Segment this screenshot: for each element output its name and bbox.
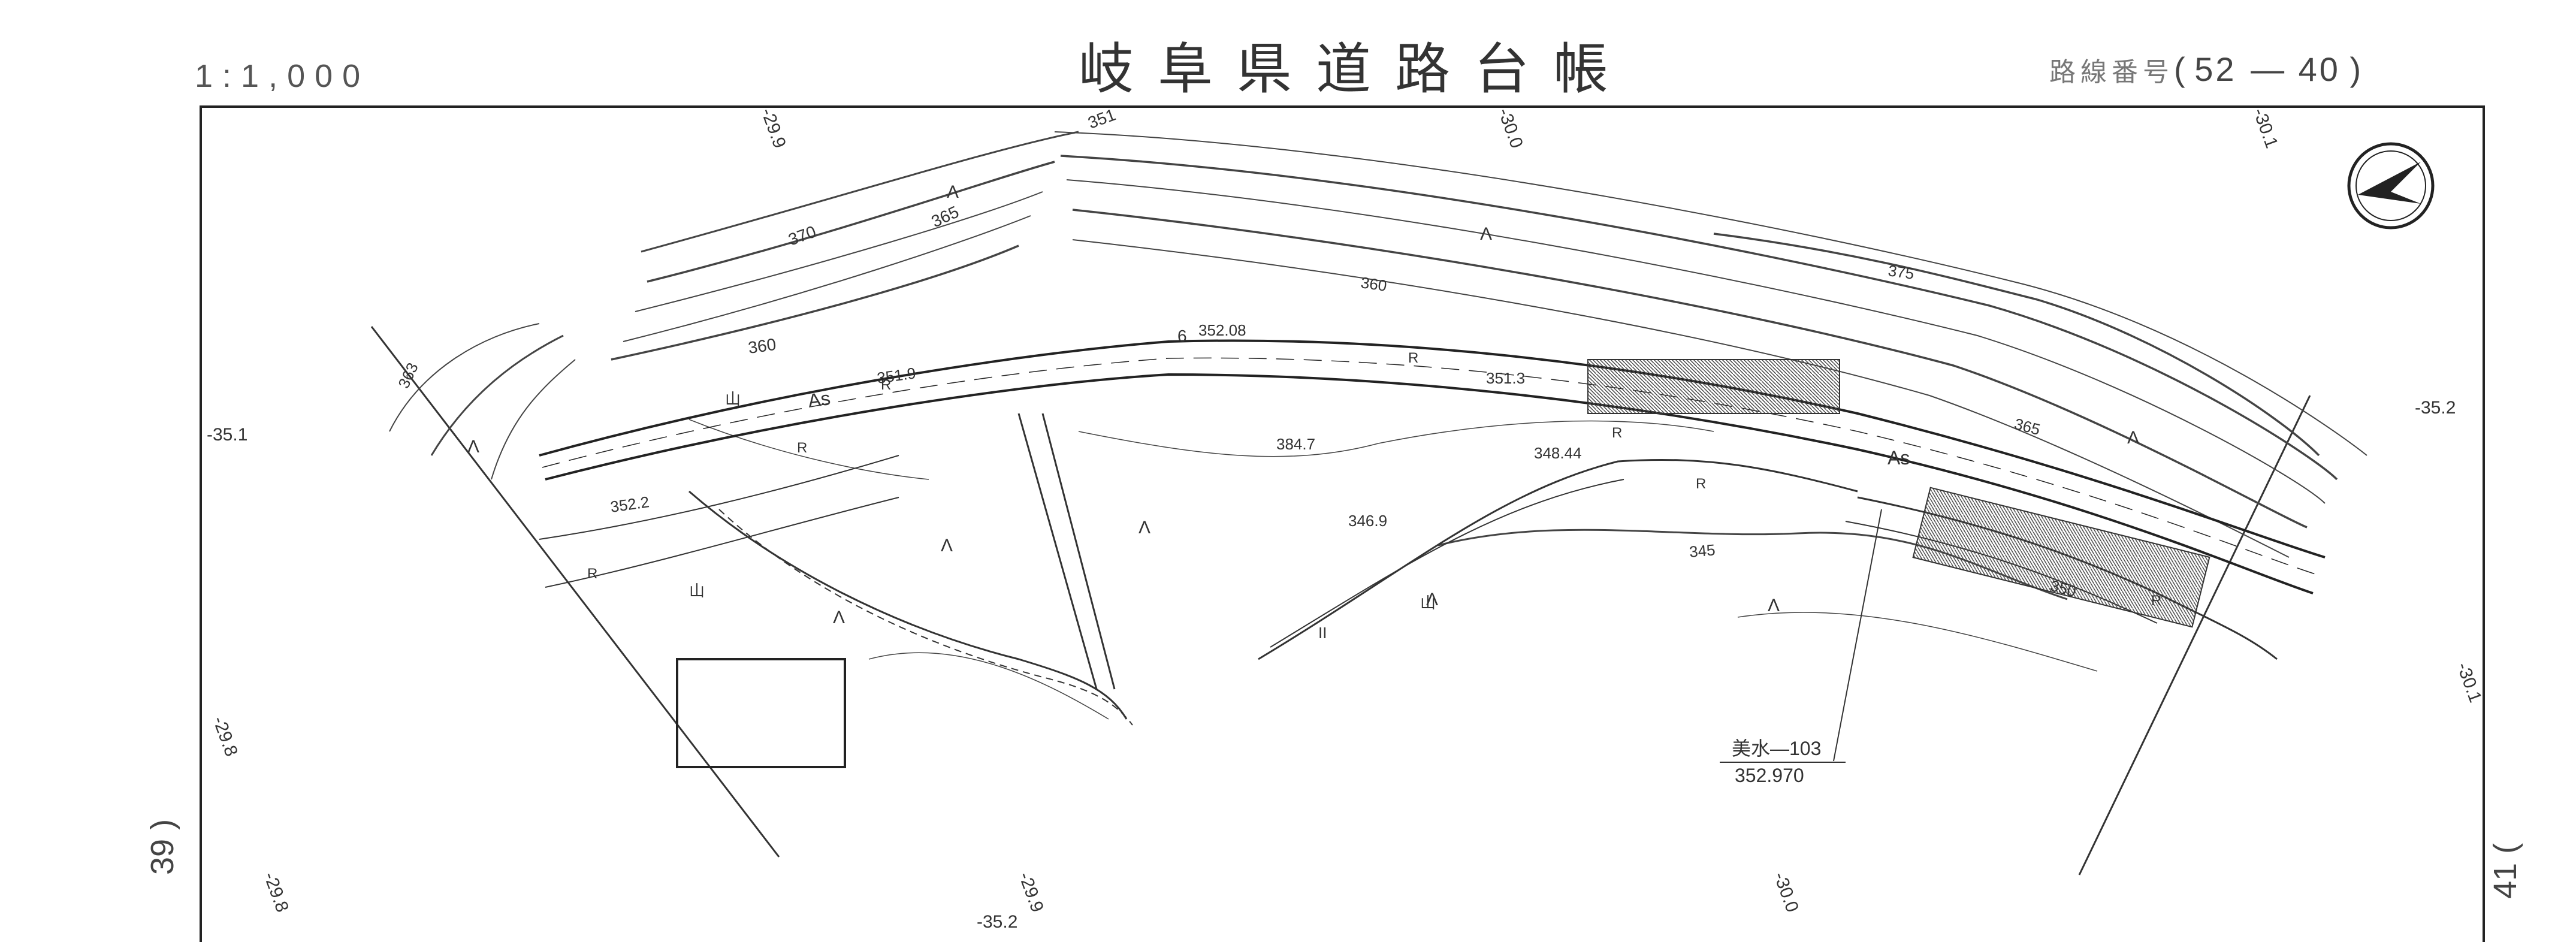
route-close-paren: ) <box>2349 50 2361 88</box>
page-title: 岐阜県道路台帳 <box>1079 37 1633 101</box>
field-mark: 山 <box>689 582 705 600</box>
vegetation-mark: Λ <box>467 437 479 457</box>
route-number-label: 路線番号 <box>2049 57 2174 87</box>
elevation-label: 384.7 <box>1276 435 1315 453</box>
route-number-b: 40 <box>2298 50 2341 88</box>
vegetation-mark: Λ <box>1768 596 1780 615</box>
benchmark-leader <box>1833 509 1882 762</box>
building <box>676 658 846 768</box>
elevation-label: 352.08 <box>1198 321 1246 339</box>
elevation-label: 351.3 <box>1486 369 1525 387</box>
vegetation-mark: Λ <box>947 182 959 202</box>
contour-lines <box>389 131 2367 720</box>
road-mark: R <box>1408 350 1418 366</box>
grid-ref: -35.1 <box>207 425 247 445</box>
lower-left-road <box>539 413 1133 726</box>
contour-label: 365 <box>2012 415 2042 439</box>
surface-label: As <box>807 387 832 412</box>
grid-ref: -30.1 <box>2453 660 2485 705</box>
road-mark: R <box>797 440 807 456</box>
north-arrow-icon <box>2347 142 2435 230</box>
grid-ref: -30.1 <box>2249 105 2281 151</box>
contour-label: 370 <box>786 222 819 249</box>
benchmark-value: 352.970 <box>1735 765 1804 786</box>
road-mark: R <box>881 377 891 393</box>
vegetation-mark: Λ <box>941 536 953 555</box>
grid-ref: -29.9 <box>757 105 789 151</box>
sheet-boundary <box>370 326 2311 875</box>
main-road <box>539 339 2326 594</box>
map-frame <box>200 105 2485 942</box>
grid-ref: -35.2 <box>2415 398 2456 418</box>
contour-label: 345 <box>1689 541 1716 561</box>
grid-ref: -35.2 <box>977 912 1017 932</box>
road-mark: R <box>2151 593 2161 609</box>
elevation-label: 346.9 <box>1348 512 1387 530</box>
grid-ref: -30.0 <box>1769 869 1802 915</box>
route-number-a: 52 <box>2194 50 2237 88</box>
vegetation-mark: Λ <box>1426 590 1438 609</box>
grid-ref: -30.0 <box>1494 105 1526 151</box>
road-mark: R <box>1612 425 1622 441</box>
contour-label: 365 <box>928 203 961 231</box>
benchmark-name: 美水—103 <box>1732 738 1821 759</box>
contour-label: 360 <box>747 335 778 357</box>
elevation-label: 352.2 <box>609 493 651 516</box>
vegetation-mark: Λ <box>1138 518 1150 538</box>
vegetation-mark: Λ <box>833 608 845 627</box>
grid-ref: -29.8 <box>259 869 292 915</box>
route-number-dash: — <box>2251 50 2285 88</box>
legend-mark: II <box>1318 624 1327 642</box>
field-mark: 山 <box>725 390 741 408</box>
vegetation-mark: Λ <box>1480 224 1492 244</box>
retaining-walls <box>1587 359 2210 628</box>
field-mark: 山 <box>1420 594 1436 612</box>
route-open-paren: ( <box>2174 50 2185 88</box>
contour-label: 351 <box>1085 105 1118 132</box>
grid-ref: -29.8 <box>209 714 241 759</box>
grid-ref: -29.9 <box>1014 869 1047 915</box>
contour-label: 375 <box>1887 261 1915 283</box>
contour-label: 360 <box>1360 273 1388 295</box>
road-mark: R <box>587 566 597 582</box>
misc-mark: 6 <box>1177 327 1187 345</box>
route-number: 路線番号( 52 — 40 ) <box>2049 53 2361 86</box>
map-scale: 1:1,000 <box>195 58 370 94</box>
road-mark: R <box>1696 476 1706 492</box>
elevation-label: 348.44 <box>1534 444 1582 462</box>
vegetation-mark: Λ <box>2127 428 2139 448</box>
surface-label: As <box>1888 447 1910 469</box>
